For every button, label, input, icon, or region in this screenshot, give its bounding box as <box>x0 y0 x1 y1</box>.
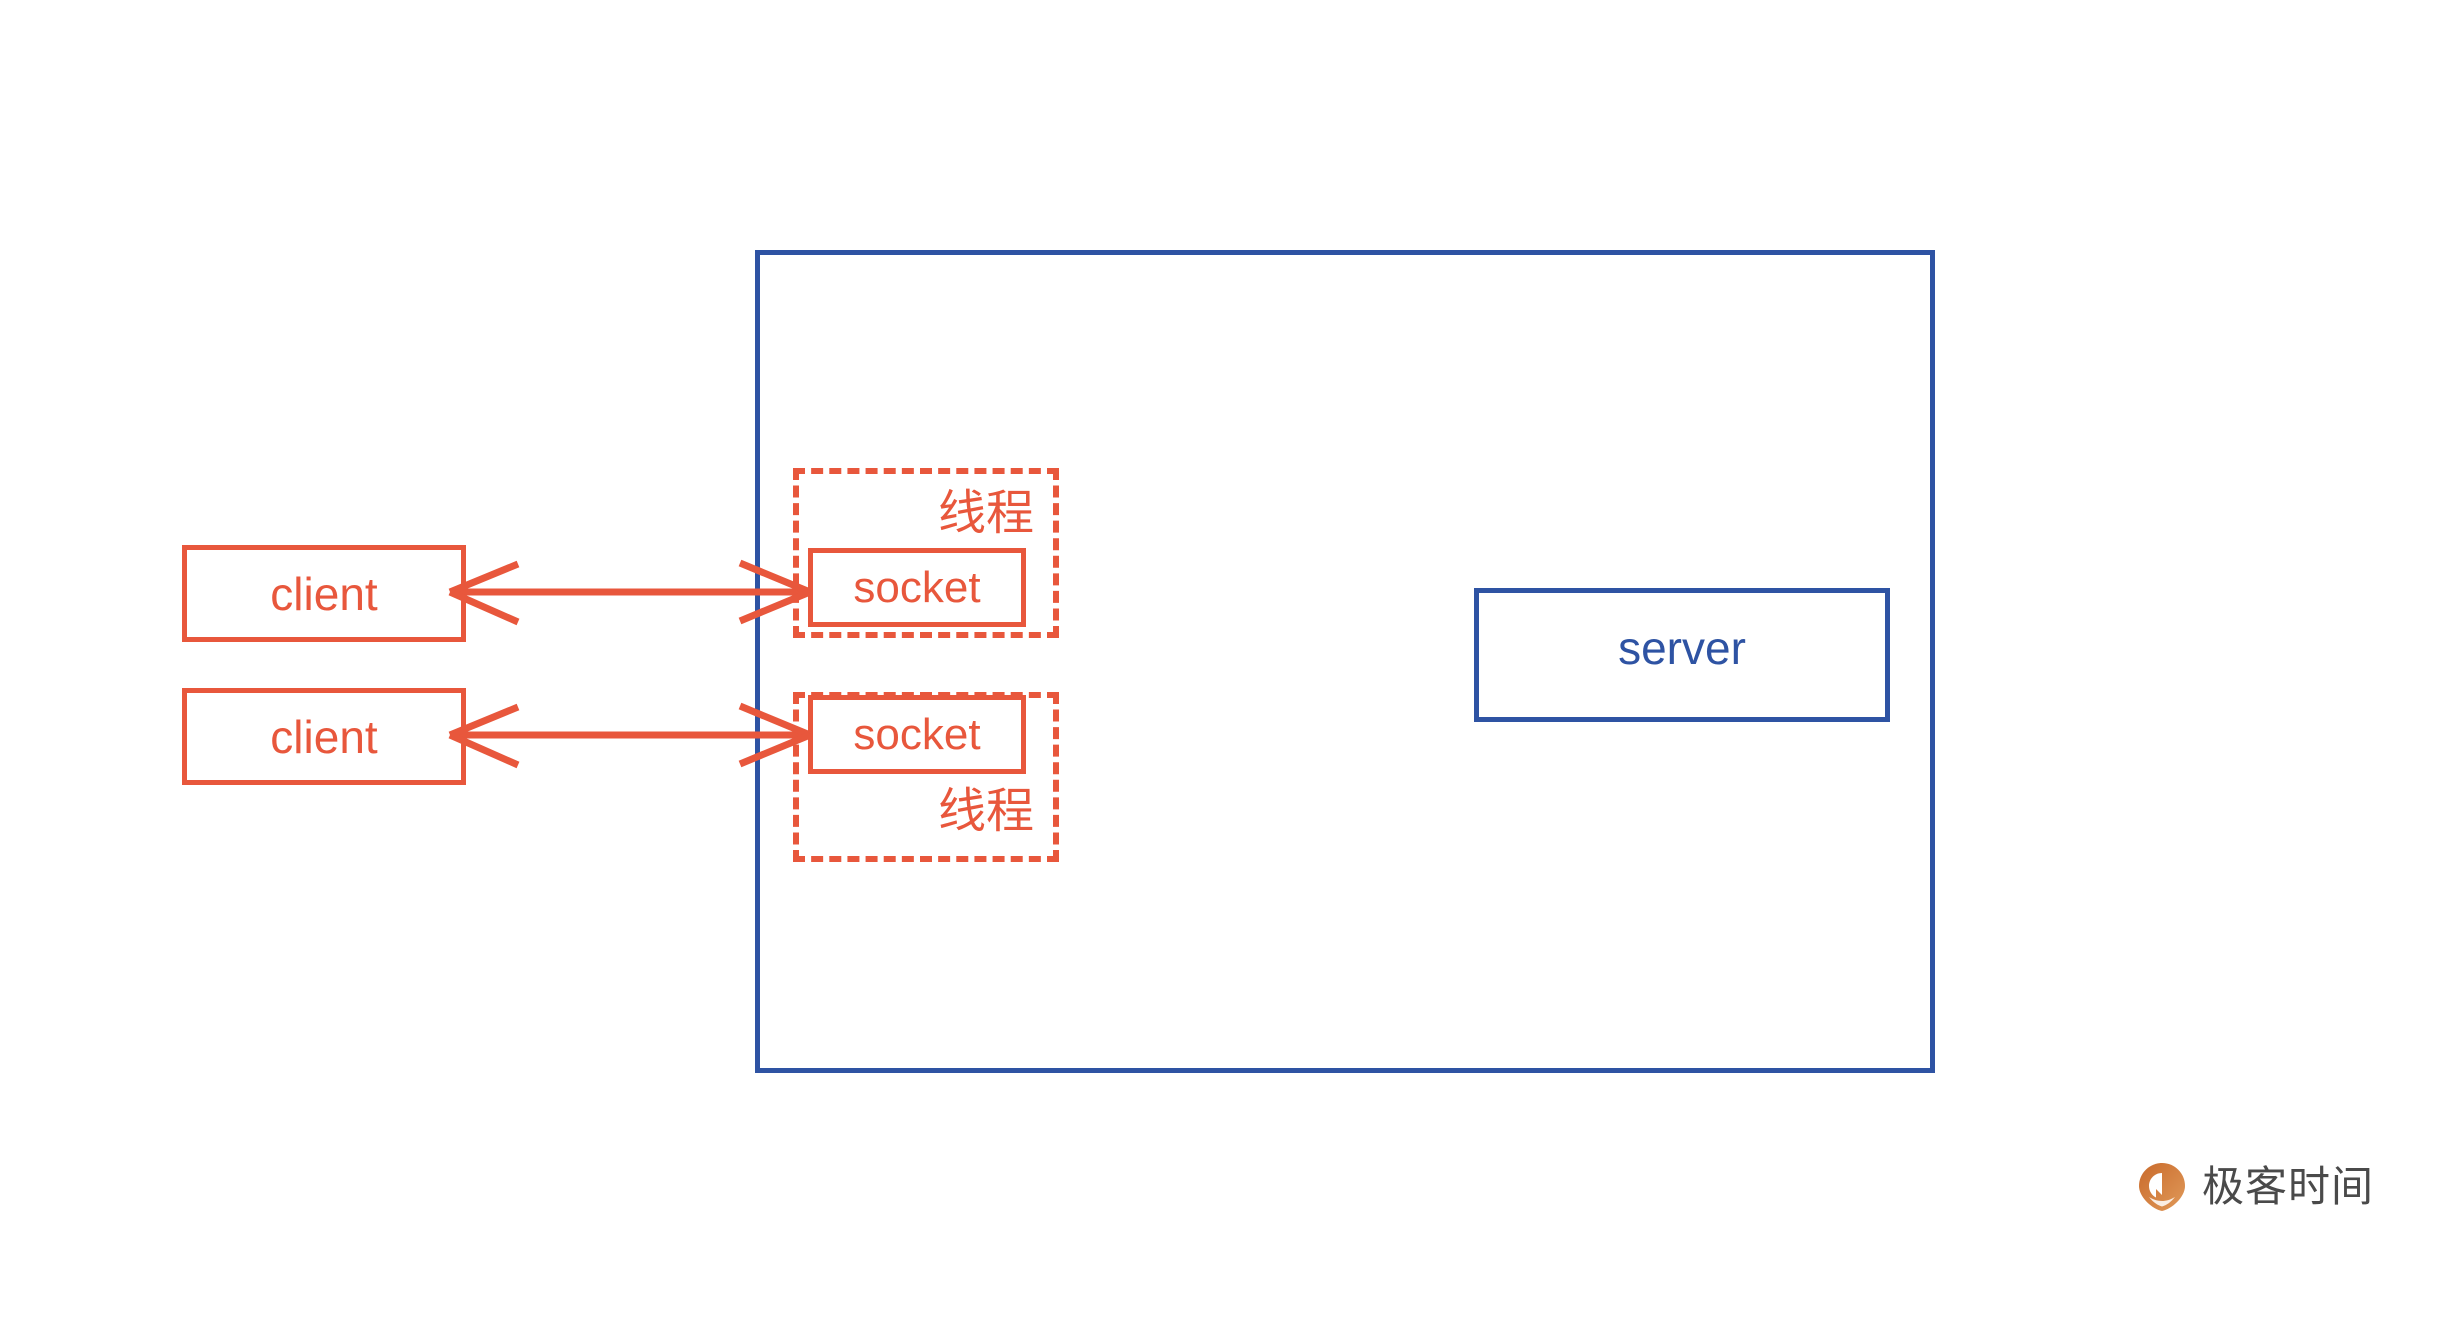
socket-box-2: socket <box>808 695 1026 774</box>
client-box-2: client <box>182 688 466 785</box>
client-label-1: client <box>270 567 378 620</box>
thread-dashed-box-1 <box>793 468 1059 638</box>
server-label: server <box>1618 622 1746 674</box>
client-box-1: client <box>182 545 466 642</box>
logo-text: 极客时间 <box>2202 1162 2375 1211</box>
thread-label-1: 线程 <box>938 485 1035 541</box>
server-box: server <box>1474 588 1890 722</box>
client-label-2: client <box>270 710 378 763</box>
connector-client1-socket1 <box>448 559 812 626</box>
server-host-container <box>755 250 1935 1073</box>
socket-label-1: socket <box>853 562 981 612</box>
socket-box-1: socket <box>808 548 1026 627</box>
thread-label-2: 线程 <box>938 783 1035 839</box>
geektime-pin-icon <box>2139 1163 2185 1211</box>
socket-label-2: socket <box>853 709 981 759</box>
connector-client2-socket2 <box>448 702 812 769</box>
brand-logo: 极客时间 <box>2136 1161 2374 1213</box>
